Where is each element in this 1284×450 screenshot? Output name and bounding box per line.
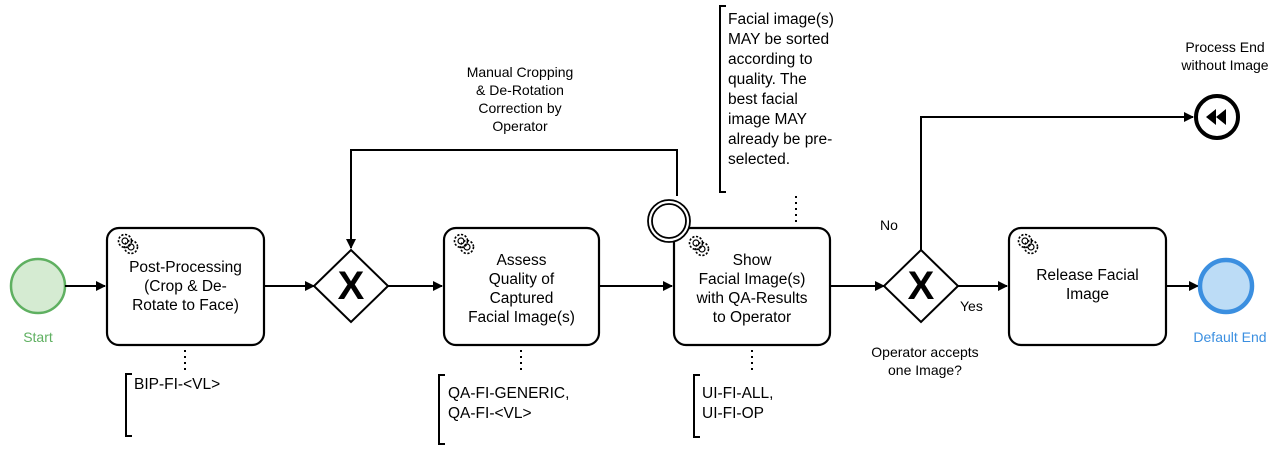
task-show-images[interactable] [672, 226, 832, 347]
annotation-qa-text: QA-FI-GENERIC, QA-FI-<VL> [448, 385, 570, 422]
annotation-ui-text: UI-FI-ALL, UI-FI-OP [702, 385, 774, 422]
rewind-icon [1206, 109, 1226, 125]
default-end-event[interactable] [1197, 257, 1255, 315]
annotation-bracket-bip [125, 373, 132, 437]
task-release-image-label: Release Facial Image [1036, 267, 1139, 303]
annotation-bip-text: BIP-FI-<VL> [134, 376, 221, 393]
flow-no-to-process-end [920, 112, 1194, 250]
annotation-sort-note-text: Facial image(s) MAY be sorted according … [728, 11, 834, 168]
boundary-event-inner [651, 203, 687, 239]
exclusive-gateway-2[interactable] [882, 248, 960, 324]
task-post-processing-label: Post-Processing (Crop & De- Rotate to Fa… [129, 258, 242, 314]
exclusive-gateway-1[interactable] [312, 248, 390, 324]
task-assess-quality[interactable] [442, 226, 601, 347]
annotation-bracket-sort-note [719, 5, 726, 193]
start-label: Start [23, 329, 53, 345]
start-event[interactable] [9, 257, 67, 315]
boundary-event[interactable] [647, 199, 691, 243]
yes-label: Yes [960, 298, 983, 314]
annotation-bracket-ui [693, 374, 700, 438]
task-release-image[interactable] [1007, 226, 1168, 347]
task-post-processing[interactable] [105, 226, 266, 347]
gateway-2-x-symbol: X [907, 264, 935, 308]
flow-manual-cropping-loop [346, 149, 678, 249]
task-show-images-label: Show Facial Image(s) with QA-Results to … [696, 252, 808, 326]
manual-cropping-label: Manual Cropping & De-Rotation Correction… [466, 64, 574, 134]
task-assess-quality-label: Assess Quality of Captured Facial Image(… [468, 252, 575, 326]
gateway-question-label: Operator accepts one Image? [871, 344, 979, 378]
no-label: No [880, 217, 898, 233]
default-end-label: Default End [1193, 329, 1267, 345]
annotation-bracket-qa [438, 374, 445, 445]
gateway-1-x-symbol: X [337, 264, 365, 308]
process-end-label: Process End without Image [1181, 39, 1269, 73]
